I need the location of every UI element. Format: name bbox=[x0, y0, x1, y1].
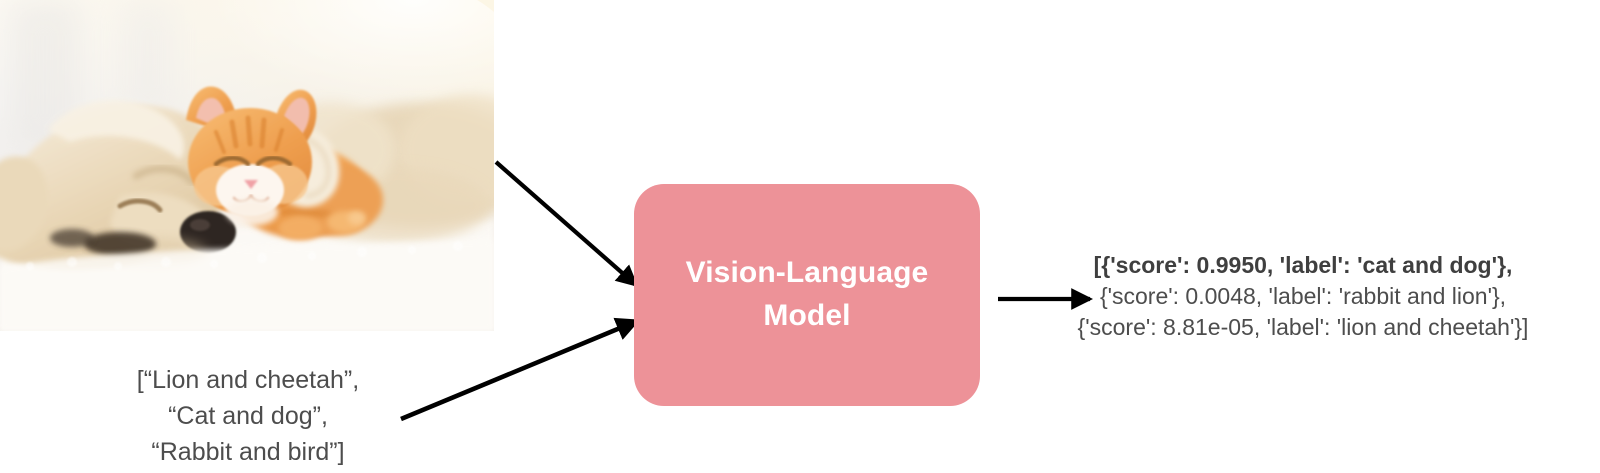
model-box-label: Vision-Language Model bbox=[685, 256, 929, 332]
output-line-1: [{'score': 0.9950, 'label': 'cat and dog… bbox=[1093, 252, 1513, 278]
input-image[interactable] bbox=[0, 0, 494, 331]
prompt-line-3: “Rabbit and bird”] bbox=[151, 438, 345, 466]
vision-language-model-box[interactable]: Vision-Language Model bbox=[634, 184, 980, 406]
prompt-line-1: [“Lion and cheetah”, bbox=[136, 366, 360, 394]
output-line-2: {'score': 0.0048, 'label': 'rabbit and l… bbox=[1099, 283, 1507, 309]
arrow-image-to-model bbox=[494, 160, 639, 288]
puppy-and-kitten-photo bbox=[0, 0, 494, 331]
output-line-3: {'score': 8.81e-05, 'label': 'lion and c… bbox=[1077, 314, 1529, 340]
model-output: [{'score': 0.9950, 'label': 'cat and dog… bbox=[1060, 250, 1546, 343]
prompt-label-list: [“Lion and cheetah”, “Cat and dog”, “Rab… bbox=[104, 362, 392, 470]
arrow-prompts-to-model bbox=[400, 317, 641, 422]
prompt-line-2: “Cat and dog”, bbox=[168, 402, 328, 430]
